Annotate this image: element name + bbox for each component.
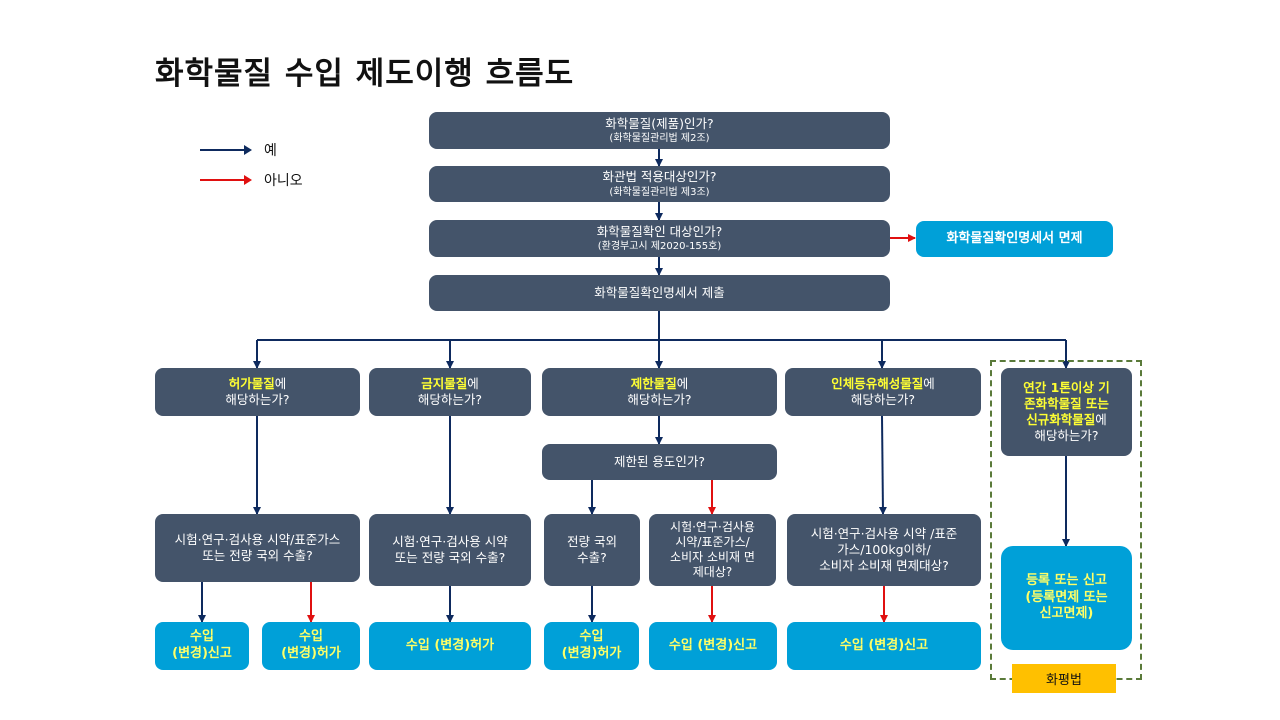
- submit-box[interactable]: 화학물질확인명세서 제출: [429, 275, 890, 311]
- hazardous-substance-question[interactable]: 인체등유해성물질에 해당하는가?: [785, 368, 981, 416]
- legend-yes: 예: [200, 140, 277, 160]
- restricted-substance-question[interactable]: 제한물질에 해당하는가?: [542, 368, 777, 416]
- blue-arrow-icon: [200, 145, 252, 155]
- prohibited-substance-question[interactable]: 금지물질에 해당하는가?: [369, 368, 531, 416]
- arrow-hazardous-q: [878, 415, 887, 515]
- result-import-report-2[interactable]: 수입 (변경)신고: [649, 622, 777, 670]
- result-import-permit-2[interactable]: 수입 (변경)허가: [369, 622, 531, 670]
- result-import-report-1[interactable]: 수입 (변경)신고: [155, 622, 249, 670]
- permit-exemption-question[interactable]: 시험·연구·검사용 시약/표준가스 또는 전량 국외 수출?: [155, 514, 360, 582]
- red-arrow-icon: [200, 175, 252, 185]
- law-badge: 화평법: [1012, 664, 1116, 693]
- annual-tonnage-question[interactable]: 연간 1톤이상 기 존화학물질 또는 신규화학물질에 해당하는가?: [1001, 368, 1132, 456]
- hazardous-exemption-question[interactable]: 시험·연구·검사용 시약 /표준 가스/100kg이하/ 소비자 소비재 면제대…: [787, 514, 981, 586]
- prohibited-exemption-question[interactable]: 시험·연구·검사용 시약 또는 전량 국외 수출?: [369, 514, 531, 586]
- restricted-exemption-question[interactable]: 시험·연구·검사용 시약/표준가스/ 소비자 소비재 면 제대상?: [649, 514, 776, 586]
- q3-confirmation-target[interactable]: 화학물질확인 대상인가? (환경부고시 제2020-155호): [429, 220, 890, 257]
- page-title: 화학물질 수입 제도이행 흐름도: [155, 56, 575, 92]
- permit-substance-question[interactable]: 허가물질에 해당하는가?: [155, 368, 360, 416]
- legend-no: 아니오: [200, 170, 303, 190]
- result-import-report-3[interactable]: 수입 (변경)신고: [787, 622, 981, 670]
- legend-yes-label: 예: [264, 143, 277, 159]
- q1-chemical-product[interactable]: 화학물질(제품)인가? (화학물질관리법 제2조): [429, 112, 890, 149]
- result-import-permit-3[interactable]: 수입 (변경)허가: [544, 622, 639, 670]
- q2-applicability[interactable]: 화관법 적용대상인가? (화학물질관리법 제3조): [429, 166, 890, 202]
- exempt-box[interactable]: 화학물질확인명세서 면제: [916, 221, 1113, 257]
- restricted-export-question[interactable]: 전량 국외 수출?: [544, 514, 640, 586]
- restricted-use-question[interactable]: 제한된 용도인가?: [542, 444, 777, 480]
- legend-no-label: 아니오: [264, 173, 303, 189]
- result-registration[interactable]: 등록 또는 신고 (등록면제 또는 신고면제): [1001, 546, 1132, 650]
- result-import-permit-1[interactable]: 수입 (변경)허가: [262, 622, 360, 670]
